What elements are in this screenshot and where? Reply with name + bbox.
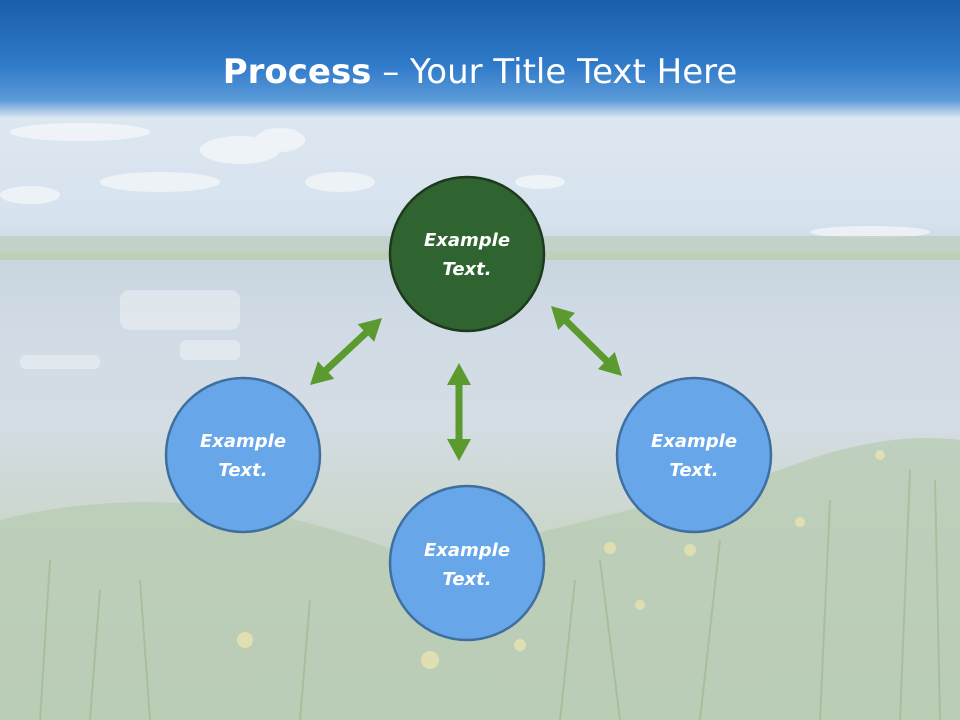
node-bottom-circle bbox=[388, 484, 546, 642]
node-top-label-line1: Example bbox=[424, 230, 510, 251]
node-right-circle bbox=[615, 376, 773, 534]
clouds bbox=[0, 123, 930, 238]
node-right[interactable]: Example Text. bbox=[615, 376, 773, 534]
node-bottom-label-line2: Text. bbox=[442, 569, 491, 590]
arrow-top-left bbox=[310, 318, 382, 385]
flowers bbox=[237, 450, 885, 669]
arrows bbox=[310, 306, 622, 461]
arrow-top-right bbox=[551, 306, 622, 376]
title-rest-part: – Your Title Text Here bbox=[371, 52, 738, 92]
node-right-label-line1: Example bbox=[651, 431, 737, 452]
node-left-label-line1: Example bbox=[200, 431, 286, 452]
node-top-label-line2: Text. bbox=[442, 259, 491, 280]
node-left-circle bbox=[164, 376, 322, 534]
node-top-circle bbox=[388, 175, 546, 333]
node-bottom-label-line1: Example bbox=[424, 540, 510, 561]
node-right-label-line2: Text. bbox=[669, 460, 718, 481]
arrow-center-vertical bbox=[447, 363, 471, 461]
grass-blades bbox=[39, 469, 941, 720]
node-top[interactable]: Example Text. bbox=[388, 175, 546, 333]
node-bottom[interactable]: Example Text. bbox=[388, 484, 546, 642]
node-left[interactable]: Example Text. bbox=[164, 376, 322, 534]
node-left-label-line2: Text. bbox=[218, 460, 267, 481]
title-bold-part: Process bbox=[222, 52, 372, 92]
slide-title: Process – Your Title Text Here bbox=[0, 52, 960, 92]
water-reflections bbox=[20, 290, 240, 369]
title-band bbox=[0, 0, 960, 118]
